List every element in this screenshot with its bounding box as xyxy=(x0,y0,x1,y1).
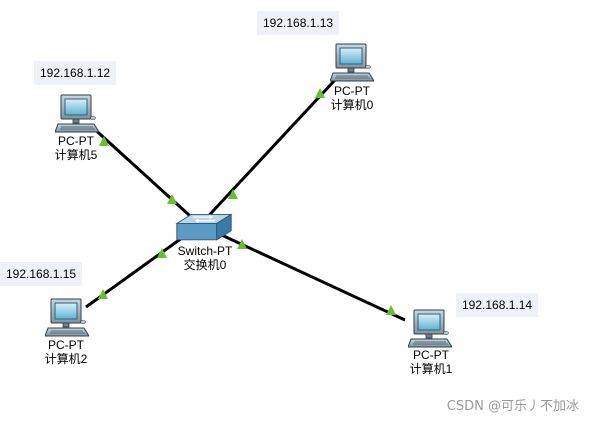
ip-label-pc0: 192.168.1.13 xyxy=(257,11,340,35)
device-label-pc2[interactable]: PC-PT 计算机2 xyxy=(45,338,88,366)
device-model: PC-PT xyxy=(334,84,370,98)
network-links xyxy=(85,78,406,322)
link-pc5-switch[interactable] xyxy=(88,123,202,227)
device-model: PC-PT xyxy=(413,348,449,362)
device-label-switch[interactable]: Switch-PT 交换机0 xyxy=(178,244,233,272)
device-model: PC-PT xyxy=(48,338,84,352)
pc-icon[interactable] xyxy=(55,94,99,133)
ip-label-pc2: 192.168.1.15 xyxy=(0,262,83,286)
link-up-indicator xyxy=(228,189,238,199)
device-name: 计算机5 xyxy=(54,148,98,162)
device-name: 计算机2 xyxy=(44,352,88,366)
link-up-indicator xyxy=(157,248,167,258)
link-status-indicators xyxy=(98,88,396,315)
link-up-indicator xyxy=(99,136,109,146)
device-name: 计算机0 xyxy=(330,98,374,112)
ip-label-pc5: 192.168.1.12 xyxy=(34,61,117,85)
link-up-indicator xyxy=(98,289,108,299)
device-model: PC-PT xyxy=(58,134,94,148)
ip-label-pc1: 192.168.1.14 xyxy=(456,293,539,317)
link-up-indicator xyxy=(237,239,247,249)
link-pc1-switch[interactable] xyxy=(199,223,406,322)
pc-icon[interactable] xyxy=(330,43,374,82)
device-label-pc1[interactable]: PC-PT 计算机1 xyxy=(410,348,453,376)
pc-icon[interactable] xyxy=(45,298,89,337)
link-up-indicator xyxy=(167,194,177,204)
link-up-indicator xyxy=(386,305,396,315)
device-name: 计算机1 xyxy=(409,362,453,376)
link-pc0-switch[interactable] xyxy=(198,78,337,227)
link-up-indicator xyxy=(315,88,325,98)
device-name: 交换机0 xyxy=(183,258,227,272)
device-label-pc0[interactable]: PC-PT 计算机0 xyxy=(331,84,374,112)
device-model: Switch-PT xyxy=(177,244,233,258)
pc-icon[interactable] xyxy=(408,309,452,348)
switch-icon[interactable] xyxy=(176,213,232,241)
watermark: CSDN @可乐丿不加冰 xyxy=(446,399,579,414)
device-label-pc5[interactable]: PC-PT 计算机5 xyxy=(55,134,98,162)
